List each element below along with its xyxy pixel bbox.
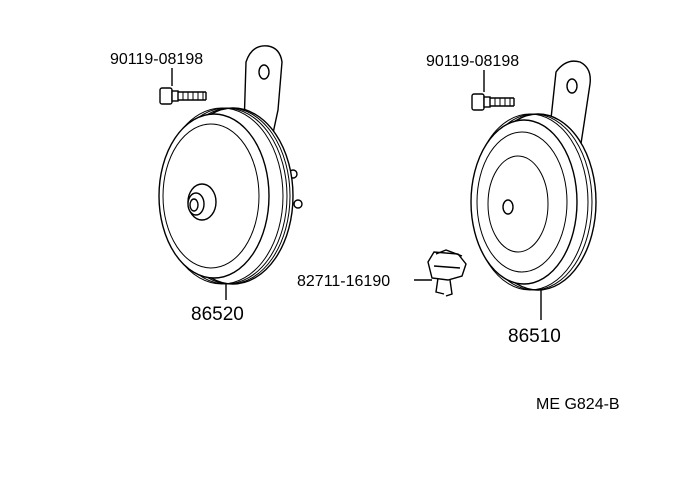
bolt-left	[159, 68, 207, 105]
horn-left-tab-lower	[293, 199, 303, 209]
horn-right-stud	[502, 199, 514, 215]
horn-right-face	[470, 119, 578, 285]
label-diagram-code: ME G824-B	[536, 396, 620, 413]
wire-clip	[414, 249, 467, 297]
label-horn-left: 86520	[191, 304, 244, 325]
label-bolt-left: 90119-08198	[110, 51, 203, 68]
label-bolt-right: 90119-08198	[426, 53, 519, 70]
bolt-right	[471, 70, 515, 111]
horn-left	[158, 45, 303, 300]
label-horn-right: 86510	[508, 326, 561, 347]
horn-right	[470, 60, 597, 320]
horn-left-bracket-hole	[258, 64, 270, 80]
label-clip: 82711-16190	[297, 273, 390, 290]
horn-right-bracket-hole	[566, 78, 578, 94]
